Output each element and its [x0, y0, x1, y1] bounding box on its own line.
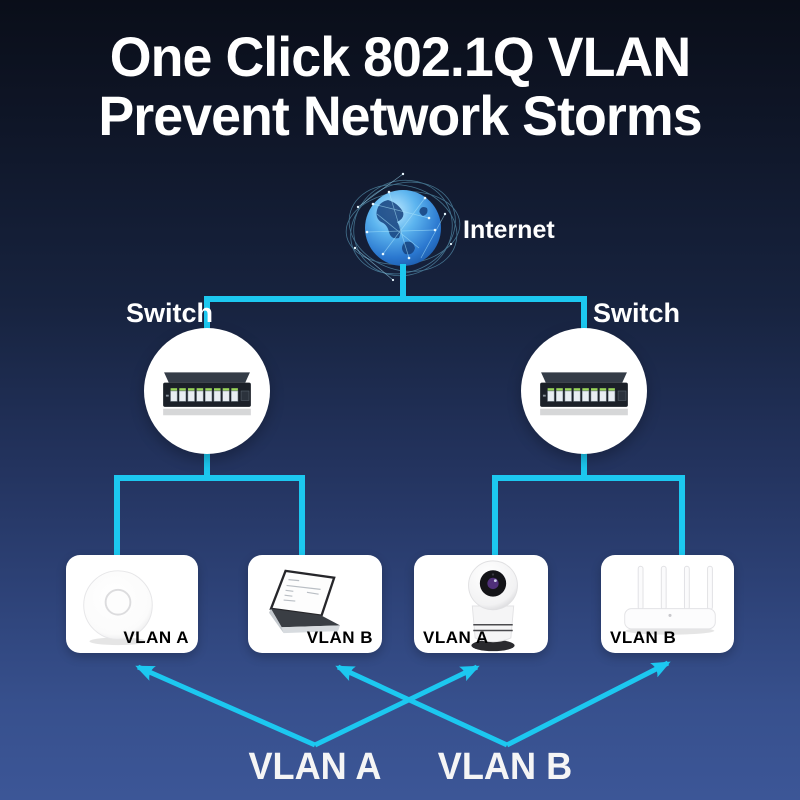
connector-line	[679, 475, 685, 557]
vlan-badge: VLAN A	[123, 628, 189, 647]
ethernet-switch-icon	[540, 372, 628, 416]
internet-globe-icon	[345, 172, 461, 282]
wifi-router-icon	[624, 565, 716, 635]
internet-label: Internet	[463, 216, 555, 244]
switch-circle-right	[521, 328, 647, 454]
connector-line	[204, 296, 587, 302]
switch-label-right: Switch	[593, 298, 681, 328]
switch-circle-left	[144, 328, 270, 454]
connector-line	[114, 475, 305, 481]
connector-line	[492, 475, 498, 557]
arrow-vlan-b-to-router	[505, 660, 671, 748]
switch-label-left: Switch	[126, 298, 214, 328]
device-card-access-point: VLAN A	[66, 555, 198, 653]
security-camera-icon	[468, 560, 518, 652]
vlan-group-arrows	[135, 660, 671, 748]
access-point-icon	[83, 570, 153, 646]
arrow-vlan-b-to-laptop	[335, 664, 509, 748]
page-title: One Click 802.1Q VLAN Prevent Network St…	[16, 25, 784, 147]
arrow-vlan-a-to-access-point	[135, 664, 317, 748]
vlan-badge: VLAN B	[610, 628, 677, 647]
device-card-ip-camera: VLAN A	[414, 555, 548, 653]
connector-line	[299, 475, 305, 557]
page-title-line2: Prevent Network Storms	[98, 83, 702, 147]
connector-line	[581, 296, 587, 344]
page-title-line1: One Click 802.1Q VLAN	[109, 25, 691, 88]
connector-line	[204, 448, 210, 481]
device-card-wifi-router: VLAN B	[601, 555, 734, 653]
vlan-group-b-label: VLAN B	[437, 746, 573, 788]
connector-line	[400, 264, 406, 302]
arrow-vlan-a-to-camera	[313, 664, 480, 748]
ethernet-switch-icon	[163, 372, 251, 416]
vlan-group-a-label: VLAN A	[248, 746, 382, 788]
vlan-badge: VLAN A	[423, 628, 489, 647]
connector-line	[204, 296, 210, 344]
connector-line	[114, 475, 120, 557]
laptop-icon	[269, 569, 340, 634]
connector-line	[581, 448, 587, 481]
vlan-badge: VLAN B	[306, 628, 373, 647]
device-card-laptop: VLAN B	[248, 555, 382, 653]
connector-line	[492, 475, 685, 481]
